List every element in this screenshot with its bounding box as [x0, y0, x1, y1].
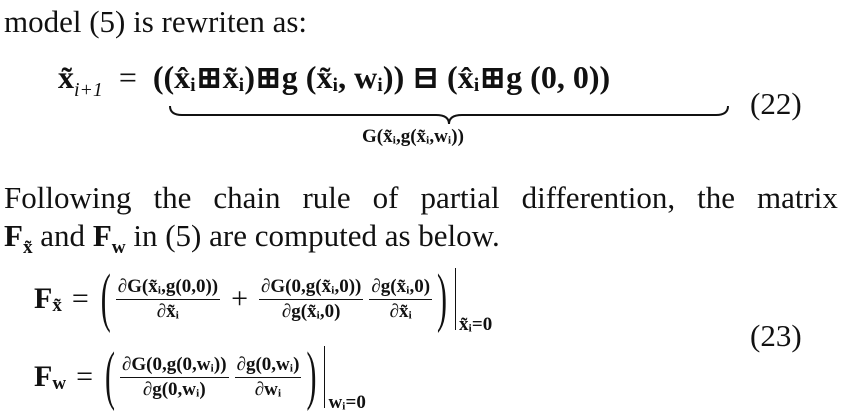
paragraph-line: model (5) is rewriten as:	[4, 6, 307, 37]
Fw-subscript: w	[52, 373, 67, 395]
equation-number-23: (23)	[750, 318, 802, 353]
fraction-denominator: ∂wᵢ	[254, 378, 282, 400]
fraction: ∂g(0,wᵢ) ∂wᵢ	[234, 353, 302, 401]
equals-sign: =	[118, 59, 137, 95]
fraction-numerator: ∂G(x̃ᵢ,g(0,0))	[117, 275, 219, 297]
fraction-denominator: ∂x̃ᵢ	[156, 300, 180, 322]
word: the	[153, 180, 192, 215]
paragraph-line: Following the chain rule of partial diff…	[4, 182, 838, 213]
matrix-F-w: F	[92, 218, 112, 253]
fraction: ∂G(x̃ᵢ,g(0,0)) ∂x̃ᵢ	[115, 275, 221, 323]
fraction: ∂G(0,g(x̃ᵢ,0)) ∂g(x̃ᵢ,0)	[259, 275, 364, 323]
fraction-numerator: ∂g(x̃ᵢ,0)	[371, 275, 431, 297]
eq22-rhs: ((x̂ᵢ⊞x̃ᵢ)⊞g (x̃ᵢ, wᵢ)) ⊟ (x̂ᵢ⊞g (0, 0))	[152, 59, 611, 95]
fraction-denominator: ∂x̃ᵢ	[389, 300, 412, 322]
evaluation-bar	[324, 346, 326, 408]
eq22-underbrace	[169, 105, 729, 125]
matrix-F-x: F	[4, 218, 23, 253]
fraction-bar	[259, 298, 364, 300]
eq22-lhs-subscript: i+1	[74, 78, 103, 101]
evaluation-bar	[455, 268, 457, 330]
fraction-bar	[119, 376, 229, 378]
fraction-bar	[369, 298, 433, 300]
equals-sign: =	[76, 360, 93, 393]
fraction-numerator: ∂g(0,wᵢ)	[236, 353, 300, 375]
word: chain	[213, 180, 281, 215]
word: differention,	[521, 180, 676, 215]
left-paren: (	[100, 261, 111, 335]
right-paren: )	[437, 261, 448, 335]
eq22-brace-label: G(x̃ᵢ,g(x̃ᵢ,wᵢ))	[362, 126, 464, 147]
paragraph-text: model (5) is rewriten as:	[4, 4, 308, 39]
matrix-F-w-subscript: w	[111, 237, 126, 259]
Fx-subscript: x̃	[52, 295, 62, 317]
eq22-lhs: x̃	[58, 59, 74, 95]
fraction-denominator: ∂g(x̃ᵢ,0)	[281, 300, 341, 322]
paragraph-line: Fx̃ and Fw in (5) are computed as below.	[4, 218, 500, 257]
word: of	[372, 180, 399, 215]
Fw-label: F	[34, 360, 53, 393]
fraction-numerator: ∂G(0,g(0,wᵢ))	[121, 353, 227, 375]
fraction: ∂G(0,g(0,wᵢ)) ∂g(0,wᵢ)	[119, 353, 229, 401]
word: matrix	[756, 180, 838, 215]
fraction: ∂g(x̃ᵢ,0) ∂x̃ᵢ	[369, 275, 433, 323]
evaluation-point: wᵢ=0	[328, 392, 366, 413]
word: the	[697, 180, 735, 215]
matrix-F-x-subscript: x̃	[22, 237, 33, 259]
plus-sign: +	[231, 282, 249, 315]
left-paren: (	[104, 339, 115, 413]
equation-number-22: (22)	[750, 86, 802, 121]
word: partial	[420, 180, 500, 215]
word: rule	[302, 180, 351, 215]
Fx-label: F	[34, 282, 53, 315]
paragraph-text: in (5) are computed as below.	[125, 218, 500, 253]
evaluation-point: x̃ᵢ=0	[459, 314, 493, 335]
paragraph-text: and	[32, 218, 93, 253]
word: Following	[4, 180, 132, 215]
equation-22: x̃i+1 = ((x̂ᵢ⊞x̃ᵢ)⊞g (x̃ᵢ, wᵢ)) ⊟ (x̂ᵢ⊞g…	[58, 58, 611, 101]
fraction-denominator: ∂g(0,wᵢ)	[142, 378, 206, 400]
fraction-bar	[115, 298, 221, 300]
right-paren: )	[306, 339, 317, 413]
equals-sign: =	[71, 282, 89, 315]
fraction-bar	[234, 376, 302, 378]
fraction-numerator: ∂G(0,g(x̃ᵢ,0))	[261, 275, 362, 297]
